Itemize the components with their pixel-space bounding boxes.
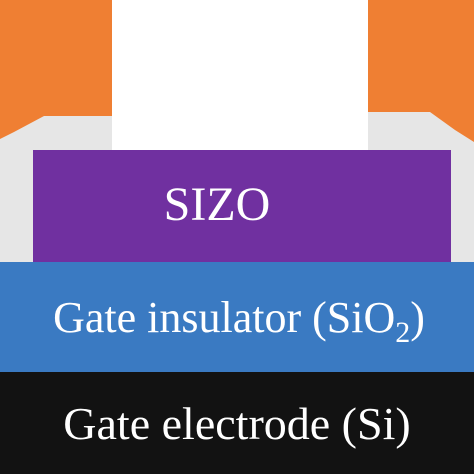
channel-layer-label: SIZO: [163, 177, 271, 231]
gate-insulator-label-subscript: 2: [395, 315, 411, 349]
gate-insulator-label: Gate insulator (SiO2): [53, 292, 425, 348]
left-passivation-layer: [0, 150, 33, 262]
gate-insulator-layer: Gate insulator (SiO2): [0, 262, 474, 372]
gate-electrode-layer: Gate electrode (Si): [0, 372, 474, 474]
gate-electrode-label: Gate electrode (Si): [63, 397, 411, 449]
left-source-contact: [0, 0, 112, 139]
right-passivation-layer: [368, 112, 474, 262]
gate-insulator-label-end: ): [410, 292, 425, 342]
right-drain-contact: [368, 0, 474, 142]
gate-insulator-label-main: Gate insulator (SiO: [53, 292, 396, 342]
channel-layer-sizo: SIZO: [33, 150, 451, 262]
